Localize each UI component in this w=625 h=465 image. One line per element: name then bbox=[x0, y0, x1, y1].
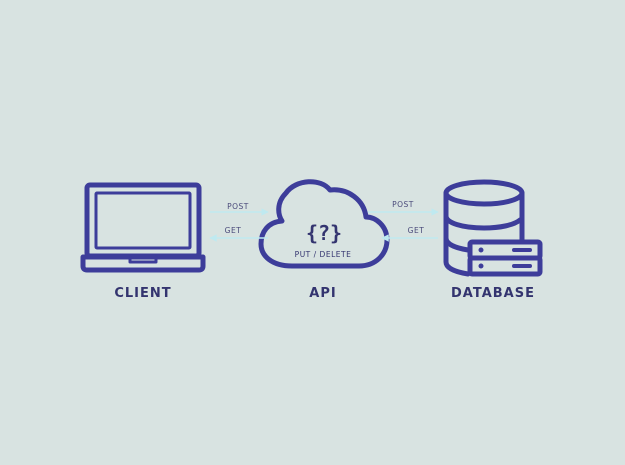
api-sublabel: PUT / DELETE bbox=[295, 250, 352, 259]
client-api-connector: POST GET bbox=[209, 202, 269, 242]
get-label: GET bbox=[225, 226, 242, 235]
api-label: API bbox=[309, 286, 337, 301]
cloud-icon: {?} PUT / DELETE bbox=[258, 179, 390, 269]
laptop-icon bbox=[80, 182, 206, 273]
database-icon bbox=[443, 179, 543, 277]
post-label: POST bbox=[227, 202, 249, 211]
get-label: GET bbox=[408, 226, 425, 235]
api-symbol: {?} bbox=[306, 221, 342, 245]
post-label: POST bbox=[392, 200, 414, 209]
client-label: CLIENT bbox=[114, 286, 172, 301]
database-label: DATABASE bbox=[451, 286, 535, 301]
api-database-connector: POST GET bbox=[368, 200, 439, 242]
